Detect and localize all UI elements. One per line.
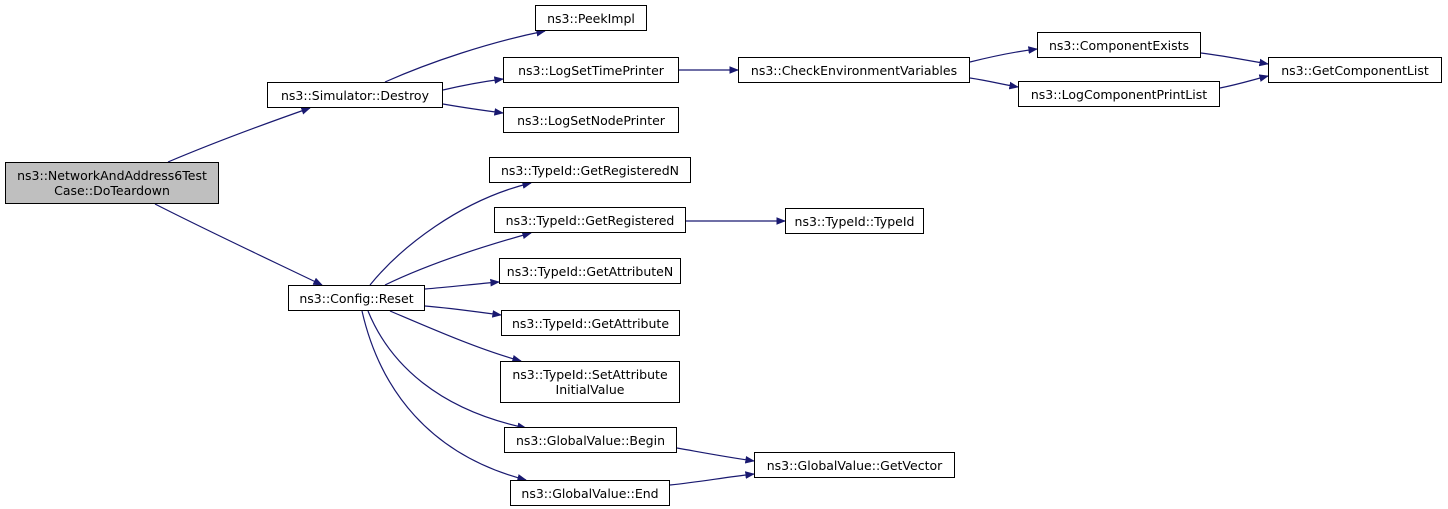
node-label: ns3::LogComponentPrintList [1030,86,1208,102]
node-root-networkandaddress6testcase-doteardown: ns3::NetworkAndAddress6Test Case::DoTear… [5,162,219,204]
node-label: ns3::GlobalValue::Begin [515,432,666,448]
node-label-line: Case::DoTeardown [54,183,170,198]
node-componentexists[interactable]: ns3::ComponentExists [1037,32,1201,58]
edge-begin-to-getvector [676,447,755,464]
node-label-line: InitialValue [555,382,625,397]
node-globalvalue-begin[interactable]: ns3::GlobalValue::Begin [504,427,677,453]
edge-end-to-getvector [669,471,755,486]
node-label: ns3::GetComponentList [1281,62,1429,78]
node-typeid-setattributeinitialvalue[interactable]: ns3::TypeId::SetAttribute InitialValue [500,361,680,403]
edge-logcomponentprintlist-to-getcomponentlist [1219,74,1269,89]
edge-root-to-config-reset [154,203,323,286]
node-label: ns3::CheckEnvironmentVariables [750,62,958,78]
node-getcomponentlist[interactable]: ns3::GetComponentList [1268,57,1442,83]
node-globalvalue-getvector[interactable]: ns3::GlobalValue::GetVector [754,452,955,478]
node-typeid-typeid[interactable]: ns3::TypeId::TypeId [785,208,924,234]
node-typeid-getregisteredn[interactable]: ns3::TypeId::GetRegisteredN [489,157,691,183]
node-label: ns3::LogSetTimePrinter [518,62,664,78]
node-label: ns3::TypeId::GetRegisteredN [500,162,679,178]
node-logsetnodeprinter[interactable]: ns3::LogSetNodePrinter [503,107,679,133]
edge-checkenv-to-logcomponentprintlist [969,77,1019,90]
node-label-line: ns3::NetworkAndAddress6Test [17,168,207,183]
node-label: ns3::GlobalValue::GetVector [766,457,943,473]
node-label: ns3::Simulator::Destroy [281,87,429,103]
node-label: ns3::Config::Reset [299,290,414,306]
edge-reset-to-globalvalue-end [361,310,527,482]
node-label: ns3::PeekImpl [547,10,635,26]
edge-reset-to-globalvalue-begin [367,310,527,430]
edge-reset-to-setattributeinitialvalue [389,310,522,363]
node-checkenvironmentvariables[interactable]: ns3::CheckEnvironmentVariables [738,57,970,83]
node-globalvalue-end[interactable]: ns3::GlobalValue::End [510,480,670,506]
edge-reset-to-getattributen [424,278,500,290]
edge-root-to-simulator-destroy [167,107,311,163]
edge-reset-to-getregisteredn [369,181,532,286]
node-label: ns3::TypeId::TypeId [794,213,915,229]
node-config-reset[interactable]: ns3::Config::Reset [288,285,425,311]
edge-destroy-to-logsetnodeprinter [442,103,504,116]
node-label: ns3::TypeId::GetAttributeN [506,263,674,279]
node-label: ns3::TypeId::GetRegistered [505,212,675,228]
node-typeid-getregistered[interactable]: ns3::TypeId::GetRegistered [494,207,686,233]
node-logsettimeprinter[interactable]: ns3::LogSetTimePrinter [503,57,679,83]
node-peekimpl[interactable]: ns3::PeekImpl [535,5,647,31]
edge-reset-to-getregistered [384,231,532,286]
node-label-line: ns3::TypeId::SetAttribute [512,367,668,382]
edge-checkenv-to-componentexists [969,46,1038,63]
edge-reset-to-getattribute [424,305,502,318]
node-label: ns3::TypeId::GetAttribute [511,315,670,331]
edge-destroy-to-peekimpl [384,28,546,83]
node-typeid-getattribute[interactable]: ns3::TypeId::GetAttribute [501,310,680,336]
node-logcomponentprintlist[interactable]: ns3::LogComponentPrintList [1018,81,1220,107]
node-simulator-destroy[interactable]: ns3::Simulator::Destroy [267,82,443,108]
node-typeid-getattributen[interactable]: ns3::TypeId::GetAttributeN [499,258,681,284]
node-label: ns3::ComponentExists [1048,37,1190,53]
node-label: ns3::LogSetNodePrinter [517,112,665,128]
edge-componentexists-to-getcomponentlist [1200,52,1269,67]
edge-destroy-to-logsettimeprinter [442,76,504,91]
node-label: ns3::GlobalValue::End [521,485,659,501]
